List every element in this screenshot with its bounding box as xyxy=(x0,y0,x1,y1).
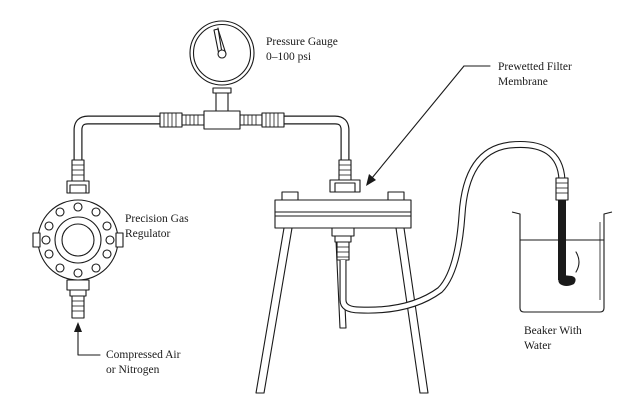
tube-coupling-left xyxy=(159,112,205,128)
filter-membrane-label: Prewetted Filter xyxy=(498,61,572,73)
beaker-label-line2: Water xyxy=(524,340,551,352)
beaker-label: Beaker With xyxy=(524,325,582,337)
dip-tube xyxy=(558,200,580,286)
regulator-inlet-barb xyxy=(71,159,85,183)
filter-holder xyxy=(274,179,412,261)
compressed-air-arrow xyxy=(74,322,101,356)
filter-membrane-pointer xyxy=(366,65,491,186)
filter-membrane-label-line2: Membrane xyxy=(498,76,548,88)
compressed-air-label-line2: or Nitrogen xyxy=(106,364,160,376)
gas-regulator-label-line2: Regulator xyxy=(125,228,171,240)
holder-inlet-barb xyxy=(338,159,352,181)
compressed-air-label: Compressed Air xyxy=(106,349,181,361)
tube-coupling-right xyxy=(239,112,285,128)
gas-regulator-label: Precision Gas xyxy=(125,213,189,225)
pressure-gauge-label: Pressure Gauge xyxy=(266,36,338,48)
outlet-hose xyxy=(339,140,566,314)
beaker-dip-tube-barb xyxy=(555,177,569,201)
pressure-gauge-range-label: 0–100 psi xyxy=(266,51,311,63)
pressure-gauge xyxy=(189,20,255,86)
gas-regulator xyxy=(32,180,124,319)
tee-fitting xyxy=(203,87,241,130)
